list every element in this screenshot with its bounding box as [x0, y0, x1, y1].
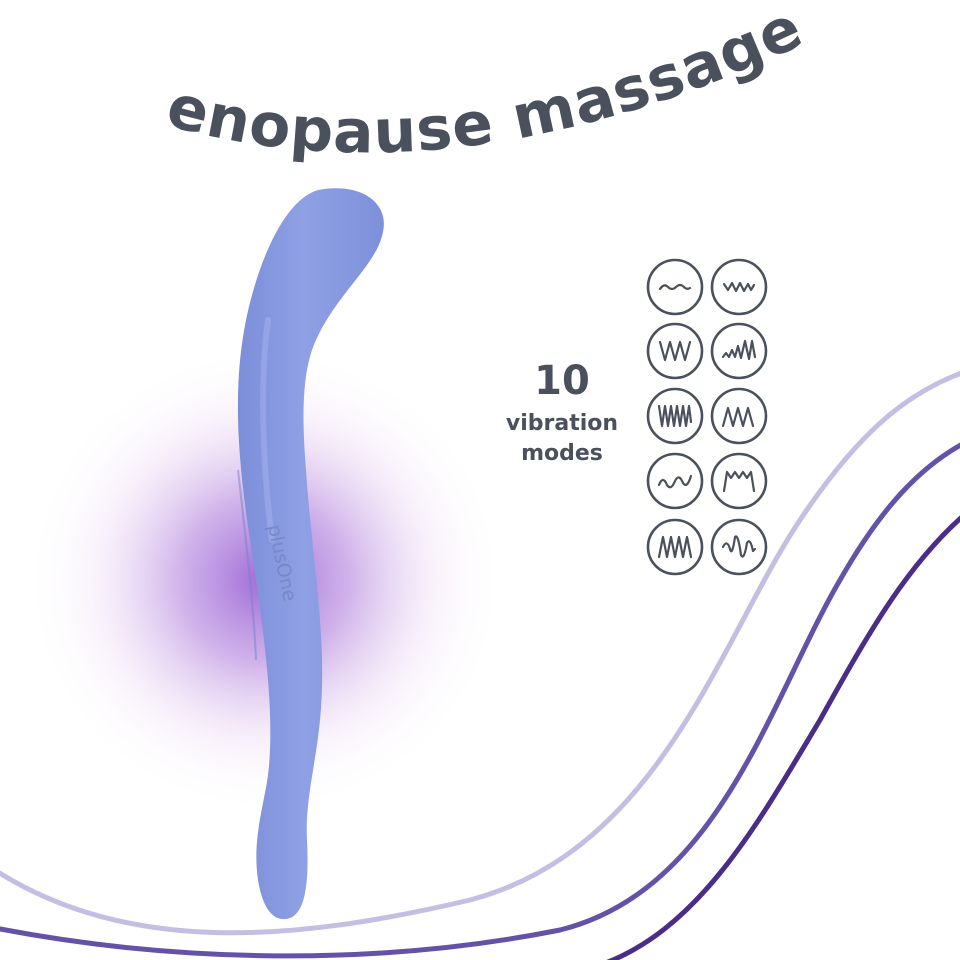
irregular-wave-icon [710, 518, 768, 576]
mode-label-line1: vibration [506, 411, 618, 436]
sharp-peak-icon [646, 518, 704, 576]
mode-icon-waveform [657, 535, 693, 559]
small-zigzag-icon [710, 258, 768, 316]
mode-icon-ring [710, 258, 768, 316]
mode-label-line2: modes [521, 441, 603, 466]
mode-icon-ring [646, 452, 704, 510]
wave-line-mid [0, 442, 960, 959]
massager-device: plusOne [237, 188, 384, 920]
mode-icon-waveform [658, 283, 692, 291]
ramping-zigzag-icon [710, 322, 768, 380]
mode-icon-ring [710, 518, 768, 576]
vibration-modes-grid [646, 258, 768, 576]
wave-line-dark [605, 515, 960, 960]
mode-icon-waveform [721, 406, 755, 428]
mode-icon-ring [646, 518, 704, 576]
mode-icon-waveform [657, 404, 693, 428]
mode-icon-ring [710, 452, 768, 510]
device-highlight [260, 317, 275, 543]
device-body [237, 188, 384, 920]
mode-icon-ring [710, 322, 768, 380]
square-pulse-icon [710, 452, 768, 510]
device-seam [237, 469, 257, 661]
gentle-wave-icon [646, 258, 704, 316]
mode-icon-ring [646, 258, 704, 316]
mode-icon-ring [646, 322, 704, 380]
mode-icon-waveform [658, 340, 692, 362]
medium-zigzag-icon [646, 322, 704, 380]
mode-icon-ring [710, 387, 768, 445]
feature-callout: 10 vibration modes [506, 358, 618, 466]
mode-count: 10 [534, 358, 590, 404]
smooth-wave-icon [646, 452, 704, 510]
wave-line-light [0, 370, 960, 936]
headline: menopause massager [0, 0, 813, 168]
mode-icon-ring [646, 387, 704, 445]
mode-icon-waveform [721, 339, 757, 361]
mode-icon-waveform [657, 474, 693, 489]
dense-zigzag-icon [646, 387, 704, 445]
triple-peak-icon [710, 387, 768, 445]
mode-icon-waveform [722, 281, 756, 293]
background-waves [0, 370, 960, 960]
mode-icon-waveform [722, 470, 756, 493]
mode-icon-waveform [721, 535, 757, 558]
